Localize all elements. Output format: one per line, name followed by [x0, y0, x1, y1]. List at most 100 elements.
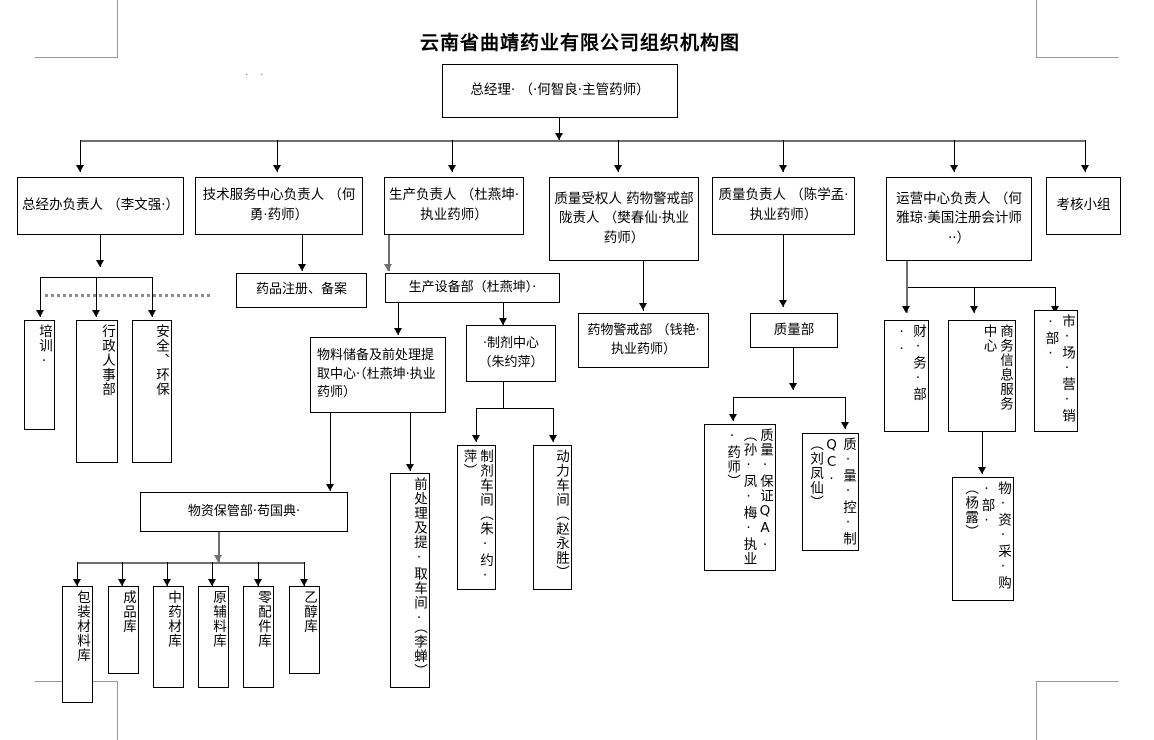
- node-material-storage-label: 物资保管部·苟国典·: [187, 503, 301, 519]
- node-procurement-label: 物·资·采·购·部· （杨露）: [962, 481, 1011, 590]
- node-warehouse-2-label: 中药材库: [165, 590, 181, 648]
- connector-drop-qc-arrow: [841, 422, 849, 429]
- connector-gm-trunk-arrow: [555, 133, 563, 140]
- connector-quality-dept-down-arrow: [779, 300, 787, 307]
- node-production-label: 生产负责人 （杜燕坤·执业药师）: [388, 187, 520, 223]
- node-qc[interactable]: 质·量·控·制QC· （刘凤仙）: [802, 433, 859, 551]
- node-finance-dept[interactable]: 财·务·部··: [884, 320, 929, 432]
- node-marketing-dept[interactable]: 市·场·营·销·部·: [1034, 310, 1078, 432]
- node-pretreat-workshop[interactable]: 前处理及提·取车间·（李蝉）: [390, 473, 430, 688]
- connector-drop-warehouse-3: [212, 562, 213, 586]
- node-quality-authorized[interactable]: 质量受权人 药物警戒部陇责人 （樊春仙·执业药师）: [549, 177, 699, 261]
- connector-drop-warehouse-2: [167, 562, 168, 586]
- node-warehouse-1[interactable]: 成品库: [108, 586, 139, 674]
- connector-drop-assessment-arrow: [1081, 165, 1089, 172]
- connector-drop-operations: [954, 140, 955, 172]
- node-general-manager[interactable]: 总经理· （·何智良·主管药师）: [442, 64, 678, 118]
- node-warehouse-5-label: 乙醇库: [301, 590, 317, 634]
- node-quality-dept-label: 质量部: [773, 321, 815, 338]
- node-gm-office[interactable]: 总经办负责人 （李文强·）: [17, 177, 184, 235]
- connector-drop-finance-arrow: [902, 306, 910, 313]
- connector-drop-gm-office: [80, 140, 81, 172]
- node-warehouse-0[interactable]: 包装材料库: [62, 586, 93, 703]
- node-quality-head[interactable]: 质量负责人 （陈学孟·执业药师）: [712, 177, 855, 235]
- page-title: 云南省曲靖药业有限公司组织机构图: [419, 32, 740, 54]
- connector-tech-service-down: [302, 235, 303, 271]
- node-power-workshop[interactable]: 动力车间（赵永胜）: [533, 445, 572, 590]
- connector-drop-hr-admin: [96, 277, 97, 317]
- node-hr-admin-label: 行政人事部: [99, 324, 115, 397]
- node-quality-dept[interactable]: 质量部: [750, 313, 838, 348]
- connector-drop-finance: [906, 287, 908, 313]
- node-production-equipment[interactable]: 生产设备部（杜燕坤）·: [385, 273, 560, 303]
- node-business-info-label: 商务信息服务 中心: [980, 324, 1013, 411]
- crop-mark-top-left: [35, 0, 118, 58]
- connector-prep-center-down: [503, 382, 504, 408]
- node-warehouse-2[interactable]: 中药材库: [153, 586, 184, 688]
- node-tech-service[interactable]: 技术服务中心负责人 （何勇·药师）: [195, 177, 363, 235]
- node-drug-registration[interactable]: 药品注册、备案: [236, 273, 367, 308]
- node-procurement[interactable]: 物·资·采·购·部· （杨露）: [952, 477, 1014, 601]
- connector-drop-gm-office-arrow: [76, 165, 84, 172]
- node-quality-authorized-label: 质量受权人 药物警戒部陇责人 （樊春仙·执业药师）: [554, 190, 694, 246]
- connector-quality-dept-trunk-arrow: [789, 383, 797, 390]
- connector-drop-warehouse-5-arrow: [300, 579, 308, 586]
- node-warehouse-5[interactable]: 乙醇库: [289, 586, 320, 674]
- connector-quality-dept-bus: [733, 397, 845, 398]
- node-tech-service-label: 技术服务中心负责人 （何勇·药师）: [202, 187, 356, 223]
- crop-mark-bottom-right: [1036, 681, 1119, 740]
- node-preparation-center-label: ·制剂中心 （朱约萍）: [478, 335, 544, 370]
- node-hr-admin[interactable]: 行政人事部: [76, 320, 118, 463]
- node-production-equipment-label: 生产设备部（杜燕坤）·: [408, 279, 537, 295]
- connector-drop-qa-arrow: [729, 414, 737, 421]
- connector-operations-down: [906, 261, 908, 287]
- connector-drop-qc: [845, 397, 846, 429]
- node-general-manager-label: 总经理· （·何智良·主管药师）: [470, 82, 650, 99]
- node-material-center-label: 物料储备及前处理提取中心·（杜燕坤·执业药师）: [317, 347, 436, 401]
- node-preparation-workshop[interactable]: 制剂车间（朱·约·萍）: [457, 445, 496, 590]
- node-qa[interactable]: 质量·保证QA· （孙·凤·梅·执业·药师）: [704, 424, 776, 571]
- connector-drop-warehouse-5: [304, 562, 305, 586]
- connector-prep-center-bus: [476, 408, 554, 409]
- connector-drop-quality-authorized-arrow: [614, 165, 622, 172]
- connector-drop-production-arrow: [448, 165, 456, 172]
- node-training[interactable]: 培训·: [24, 320, 55, 430]
- node-finance-dept-label: 财·务·部··: [893, 324, 926, 402]
- node-warehouse-3[interactable]: 原辅料库: [198, 586, 229, 688]
- node-power-workshop-label: 动力车间（赵永胜）: [553, 449, 569, 580]
- connector-material-to-storage: [330, 413, 331, 491]
- node-gm-office-label: 总经办负责人 （李文强·）: [21, 197, 180, 214]
- connector-drop-material-center: [398, 303, 399, 335]
- connector-drop-tech-service: [277, 140, 278, 172]
- node-material-center[interactable]: 物料储备及前处理提取中心·（杜燕坤·执业药师）: [310, 337, 446, 413]
- connector-drop-warehouse-1-arrow: [118, 579, 126, 586]
- connector-pharmacovigilance-down-arrow: [639, 303, 647, 310]
- node-warehouse-3-label: 原辅料库: [210, 590, 226, 648]
- connector-storage-down: [218, 532, 220, 562]
- node-marketing-dept-label: 市·场·营·销·部·: [1042, 314, 1075, 423]
- node-assessment-team[interactable]: 考核小组: [1046, 177, 1121, 235]
- connector-drop-assessment: [1085, 140, 1086, 172]
- connector-drop-qa: [733, 397, 734, 421]
- stray-marks: · ·: [245, 68, 268, 81]
- node-training-label: 培训·: [36, 324, 52, 370]
- connector-production-down: [388, 235, 390, 271]
- node-production[interactable]: 生产负责人 （杜燕坤·执业药师）: [384, 177, 524, 235]
- node-business-info[interactable]: 商务信息服务 中心: [948, 320, 1016, 432]
- connector-drop-warehouse-2-arrow: [163, 579, 171, 586]
- connector-drop-preparation-workshop: [476, 408, 477, 442]
- node-operations[interactable]: 运营中心负责人 （何雅琼·美国注册会计师··）: [886, 177, 1032, 261]
- connector-tech-service-down-arrow: [298, 264, 306, 271]
- node-safety-env[interactable]: 安全、环保: [132, 320, 172, 463]
- connector-quality-dept-trunk: [793, 348, 794, 390]
- connector-gm-office-down-arrow: [96, 260, 104, 267]
- node-preparation-center[interactable]: ·制剂中心 （朱约萍）: [466, 325, 556, 382]
- node-pharmacovigilance[interactable]: 药物警戒部 （钱艳·执业药师）: [578, 313, 709, 368]
- node-warehouse-0-label: 包装材料库: [74, 590, 90, 663]
- node-material-storage[interactable]: 物资保管部·苟国典·: [140, 492, 348, 532]
- crop-mark-top-right: [1036, 0, 1119, 58]
- connector-drop-warehouse-4: [258, 562, 259, 586]
- node-warehouse-4[interactable]: 零配件库: [243, 586, 274, 688]
- connector-drop-warehouse-1: [122, 562, 123, 586]
- connector-drop-training: [40, 277, 41, 317]
